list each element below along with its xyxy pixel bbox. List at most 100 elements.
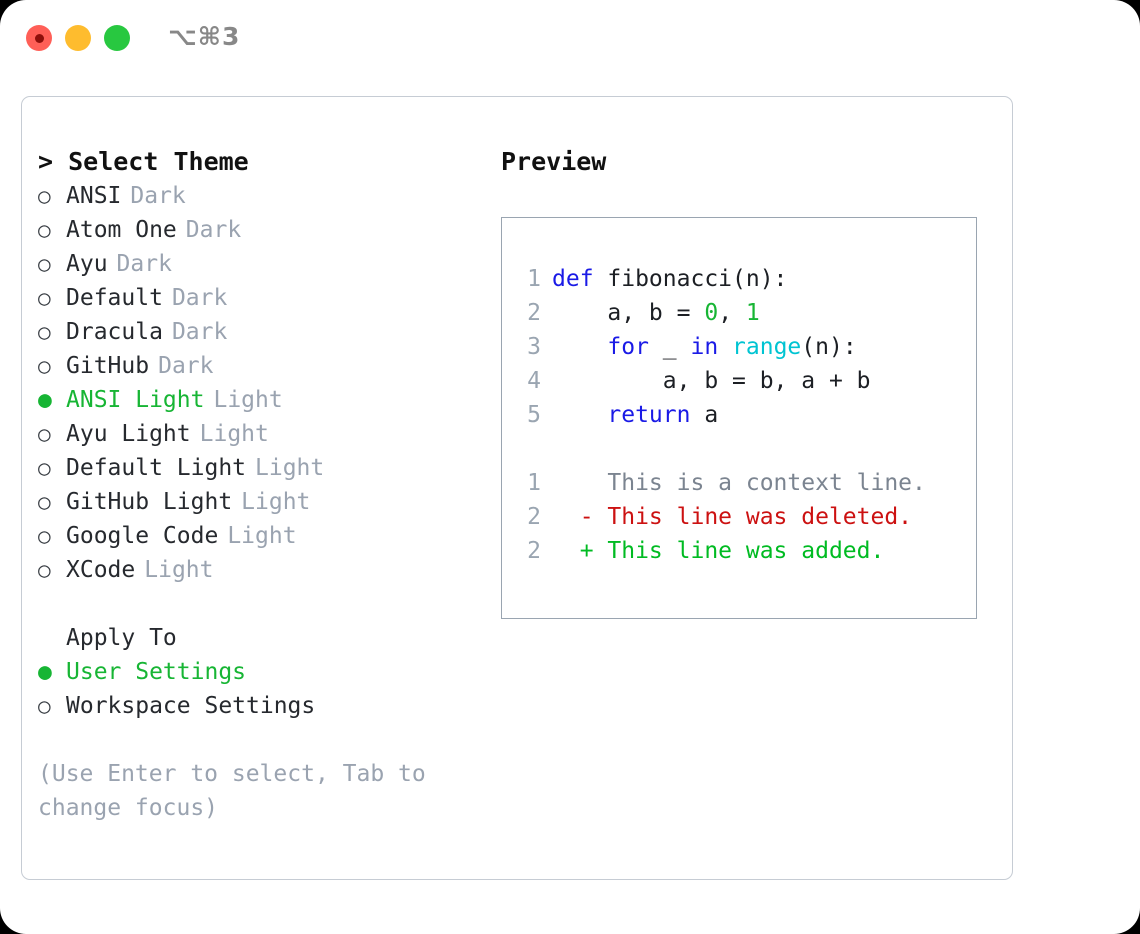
code-token-kw: def [552, 266, 608, 292]
theme-option-suffix: Light [213, 387, 283, 413]
code-token-plain: fibonacci(n): [607, 266, 788, 292]
radio-selected-icon: ● [38, 659, 52, 685]
code-token-num: 1 [745, 300, 760, 326]
theme-option-label: Ayu [66, 251, 108, 277]
line-number: 4 [527, 368, 541, 394]
radio-unselected-icon: ○ [38, 558, 51, 582]
diff-marker: - [552, 504, 608, 530]
line-number: 1 [527, 470, 541, 496]
radio-unselected-icon: ○ [38, 490, 51, 514]
theme-option-label: Ayu Light [66, 421, 191, 447]
theme-option-suffix: Light [199, 421, 269, 447]
radio-unselected-icon: ○ [38, 286, 51, 310]
diff-sample: 1 This is a context line.2 - This line w… [515, 466, 976, 568]
line-number: 2 [527, 300, 541, 326]
line-number: 5 [527, 402, 541, 428]
theme-option-suffix: Dark [116, 251, 172, 277]
theme-option-suffix: Light [255, 455, 325, 481]
theme-option-label: GitHub Light [66, 489, 233, 515]
theme-option-2[interactable]: ○ Ayu Dark [38, 247, 488, 281]
code-line: 1 def fibonacci(n): [515, 262, 976, 296]
select-theme-header: > Select Theme [38, 147, 249, 176]
line-number: 1 [527, 266, 541, 292]
radio-unselected-icon: ○ [38, 184, 51, 208]
code-token-plain: a, b = b, a + b [552, 368, 871, 394]
theme-option-suffix: Dark [171, 319, 228, 345]
close-button[interactable] [26, 25, 52, 51]
apply-option-label: Workspace Settings [66, 693, 316, 719]
radio-unselected-icon: ○ [38, 320, 51, 344]
theme-option-label: GitHub [66, 353, 150, 379]
code-token-num: 0 [704, 300, 719, 326]
radio-unselected-icon: ○ [38, 252, 51, 276]
theme-option-6[interactable]: ● ANSI Light Light [38, 383, 488, 417]
code-line: 3 for _ in range(n): [515, 330, 976, 364]
theme-option-0[interactable]: ○ ANSI Dark [38, 179, 488, 213]
theme-option-suffix: Light [144, 557, 214, 583]
line-number: 2 [527, 538, 541, 564]
apply-option-1[interactable]: ○Workspace Settings [38, 689, 488, 723]
code-token-plain [552, 334, 607, 360]
theme-option-11[interactable]: ○ XCode Light [38, 553, 488, 587]
code-token-plain [718, 334, 732, 360]
theme-option-5[interactable]: ○ GitHub Dark [38, 349, 488, 383]
theme-option-8[interactable]: ○ Default Light Light [38, 451, 488, 485]
diff-marker [552, 470, 607, 496]
minimize-button[interactable] [65, 25, 91, 51]
diff-text: This is a context line. [607, 470, 926, 496]
keyboard-hint: (Use Enter to select, Tab to change focu… [38, 761, 440, 821]
code-diff-gap [515, 432, 976, 466]
theme-option-label: ANSI [66, 183, 122, 209]
window-title: ⌥⌘3 [168, 22, 241, 51]
maximize-button[interactable] [104, 25, 130, 51]
theme-option-suffix: Light [227, 523, 297, 549]
diff-text: This line was deleted. [607, 504, 913, 530]
radio-unselected-icon: ○ [38, 456, 51, 480]
code-token-plain: a [690, 402, 719, 428]
theme-option-label: ANSI Light [66, 387, 205, 413]
code-token-kw: return [607, 402, 691, 428]
traffic-lights [26, 25, 130, 51]
diff-marker: + [552, 538, 608, 564]
radio-unselected-icon: ○ [38, 422, 51, 446]
theme-option-7[interactable]: ○ Ayu Light Light [38, 417, 488, 451]
code-token-plain: a, b = [552, 300, 705, 326]
diff-line-del: 2 - This line was deleted. [515, 500, 976, 534]
radio-selected-icon: ● [38, 387, 52, 413]
code-token-fn: range [732, 334, 802, 360]
radio-unselected-icon: ○ [38, 354, 51, 378]
code-line: 2 a, b = 0, 1 [515, 296, 976, 330]
diff-line-ctx: 1 This is a context line. [515, 466, 976, 500]
code-token-plain: (n): [801, 334, 857, 360]
line-number: 2 [527, 504, 541, 530]
theme-option-suffix: Dark [158, 353, 214, 379]
theme-option-label: Default [66, 285, 163, 311]
theme-option-label: Dracula [66, 319, 163, 345]
diff-line-add: 2 + This line was added. [515, 534, 976, 568]
apply-to-list[interactable]: ●User Settings○Workspace Settings [38, 655, 488, 723]
theme-option-suffix: Dark [185, 217, 242, 243]
theme-option-3[interactable]: ○ Default Dark [38, 281, 488, 315]
theme-option-label: XCode [66, 557, 136, 583]
theme-option-suffix: Dark [130, 183, 186, 209]
theme-option-suffix: Dark [171, 285, 228, 311]
apply-option-0[interactable]: ●User Settings [38, 655, 488, 689]
code-token-kw: in [690, 334, 719, 360]
diff-text: This line was added. [607, 538, 885, 564]
list-spacer [38, 587, 488, 621]
theme-option-4[interactable]: ○ Dracula Dark [38, 315, 488, 349]
theme-option-label: Default Light [66, 455, 247, 481]
code-token-plain [552, 402, 607, 428]
line-number: 3 [527, 334, 541, 360]
title-bar: ⌥⌘3 [0, 0, 1140, 76]
apply-to-title: Apply To [66, 625, 177, 651]
